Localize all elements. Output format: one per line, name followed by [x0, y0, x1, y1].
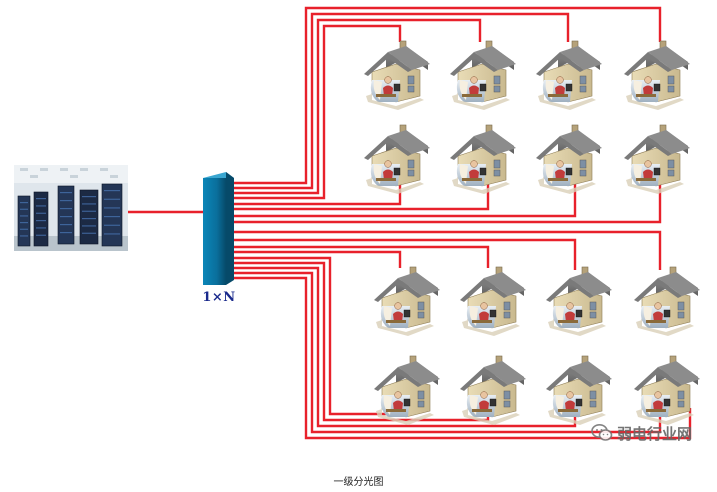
house-icon [373, 266, 441, 337]
rack-light [36, 227, 46, 229]
caption: 一级分光图 [333, 477, 384, 488]
rack-light [20, 228, 28, 230]
rack-light [60, 232, 72, 234]
fiber-line [234, 178, 402, 206]
house-icon [535, 40, 603, 111]
watermark: 弱电行业网 [591, 421, 692, 445]
rack-light [104, 190, 120, 192]
house-icon [459, 266, 527, 337]
rack-light [104, 224, 120, 226]
house-icon [459, 355, 527, 426]
rack-light [36, 205, 46, 207]
rack-light [60, 224, 72, 226]
fiber-line [234, 276, 692, 440]
rack-light [36, 212, 46, 214]
fiber-line [234, 250, 402, 268]
server-rack [79, 189, 99, 245]
rack-light [36, 234, 46, 236]
server-room-icon [14, 165, 128, 251]
rack-light [82, 196, 96, 198]
house-icon [449, 124, 517, 195]
rack-light [60, 208, 72, 210]
house-icon [449, 40, 517, 111]
house-icon [363, 124, 431, 195]
rack-light [60, 192, 72, 194]
rack-light [82, 210, 96, 212]
rack-light [82, 225, 96, 227]
fiber-line [234, 18, 482, 195]
rack-light [104, 233, 120, 235]
server-rack [101, 183, 123, 247]
rack-light [20, 235, 28, 237]
rack-light [20, 208, 28, 210]
optical-splitter-icon [203, 172, 234, 285]
fiber-line [234, 238, 577, 270]
watermark-text: 弱电行业网 [617, 424, 693, 443]
server-rack [57, 185, 75, 245]
rack-light [20, 215, 28, 217]
fiber-line [234, 230, 662, 270]
rack-light [60, 200, 72, 202]
house-icon [363, 40, 431, 111]
splitter-label: 1×N [202, 290, 236, 305]
rack-light [82, 232, 96, 234]
fiber-line [234, 12, 570, 190]
rack-light [104, 207, 120, 209]
rack-light [36, 198, 46, 200]
house-icon [545, 266, 613, 337]
house-icon [633, 266, 701, 337]
rack-light [104, 198, 120, 200]
rack-light [82, 218, 96, 220]
server-rack [33, 191, 49, 247]
fiber-line [234, 24, 402, 200]
rack-light [82, 203, 96, 205]
rack-light [36, 220, 46, 222]
house-icon [633, 355, 701, 426]
rack-light [104, 216, 120, 218]
house-icon [623, 124, 691, 195]
fiber-line [234, 245, 490, 268]
house-icon [623, 40, 691, 111]
fiber-line [234, 261, 490, 422]
rack-light [60, 216, 72, 218]
house-icon [545, 355, 613, 426]
rack-light [20, 222, 28, 224]
house-icon [535, 124, 603, 195]
server-rack [17, 195, 31, 247]
fiber-line [234, 6, 662, 185]
wechat-icon [591, 424, 613, 441]
rack-light [20, 202, 28, 204]
